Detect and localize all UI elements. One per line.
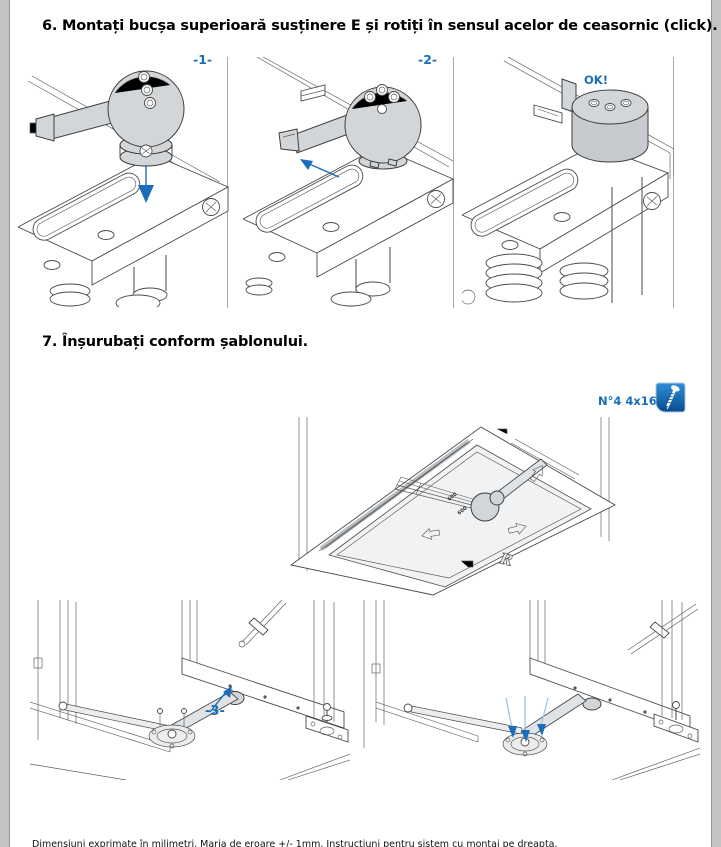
right-upright [305, 600, 349, 743]
illustration-template: 600 600 R [289, 417, 616, 596]
panel1-label: -1- [193, 52, 213, 67]
document-page: 6. Montați bucșa superioară susținere E … [9, 0, 718, 847]
illustration-detail-right [363, 600, 700, 780]
step6-heading: 6. Montați bucșa superioară susținere E … [42, 18, 718, 34]
dim-mark-1: 600 [447, 491, 459, 502]
step7-heading: 7. Înșurubați conform șablonului. [42, 334, 308, 350]
template-arrow-cutouts [421, 428, 543, 568]
support-arm [58, 691, 239, 749]
panel2-label: -2- [418, 52, 438, 67]
detail3-label: -3- [205, 704, 225, 719]
panel-divider-3 [673, 57, 674, 308]
up-arrow-icon [209, 686, 232, 713]
bracket-plate [462, 144, 670, 305]
bushing-part [278, 84, 422, 170]
panel-divider-1 [227, 57, 228, 308]
down-arrow-icon [138, 165, 154, 203]
rotate-arrow-icon [300, 159, 340, 178]
screw-spec-label: N°4 4x16 [598, 394, 657, 408]
bushing-part [533, 78, 649, 163]
illustration-step6-panel1 [18, 70, 230, 307]
bracket-plate [243, 146, 455, 307]
bracket-plate [18, 154, 230, 307]
footer-note: Dimensiuni exprimate în milimetri. Marja… [32, 839, 558, 847]
template-letter-r: R [497, 549, 514, 570]
right-upright [653, 600, 699, 743]
illustration-detail-left [30, 600, 350, 780]
bushing-part [29, 70, 185, 167]
lift-mechanism [394, 458, 548, 522]
dim-mark-2: 600 [457, 505, 469, 516]
panel3-ok-label: OK! [584, 73, 608, 87]
screw-icon [655, 382, 686, 413]
panel-divider-2 [453, 57, 454, 308]
support-arm [403, 693, 587, 757]
illustration-step6-panel3 [462, 57, 674, 305]
illustration-step6-panel2 [243, 57, 455, 307]
screw-down-arrows-icon [505, 696, 549, 742]
